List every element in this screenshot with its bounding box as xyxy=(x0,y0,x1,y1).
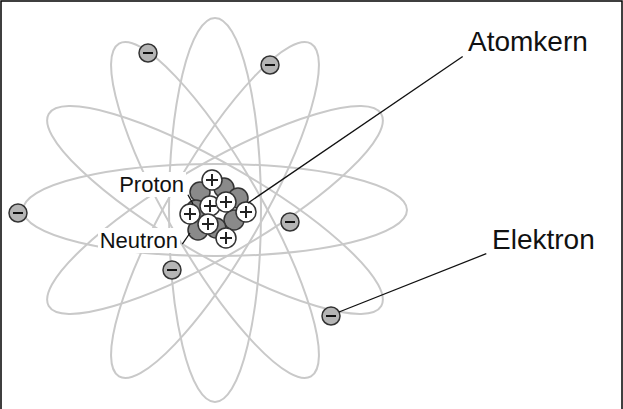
plus-signs xyxy=(184,174,252,244)
orbit xyxy=(79,21,351,400)
leader-line xyxy=(248,56,463,203)
leader-line xyxy=(188,195,193,204)
orbit xyxy=(23,164,407,256)
orbits xyxy=(23,18,407,402)
orbit xyxy=(79,21,351,400)
leader-line xyxy=(339,254,486,312)
orbit xyxy=(26,74,405,346)
orbit xyxy=(26,74,405,346)
nucleus xyxy=(180,170,256,248)
part-label: Elektron xyxy=(490,224,597,256)
electrons xyxy=(9,44,340,325)
minus-signs xyxy=(13,53,336,316)
part-label: Neutron xyxy=(98,228,180,253)
part-label: Atomkern xyxy=(466,26,590,58)
part-label: Proton xyxy=(117,172,186,197)
leader-line xyxy=(182,233,190,244)
orbit xyxy=(169,18,261,402)
